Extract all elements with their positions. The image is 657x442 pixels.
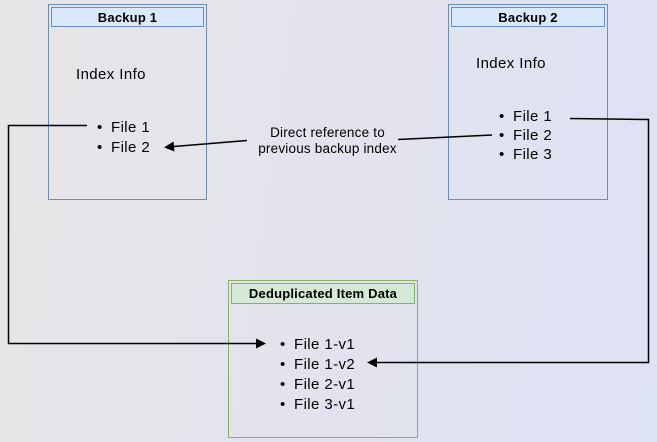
backup1-file-list: File 1 File 2 — [97, 117, 150, 157]
annotation-line1: Direct reference to — [270, 125, 385, 140]
list-item-label: File 3-v1 — [294, 395, 356, 413]
list-item-label: File 1 — [111, 118, 151, 136]
list-item: File 3-v1 — [280, 394, 355, 414]
list-item-label: File 1-v2 — [294, 355, 356, 373]
bullet-icon — [499, 127, 513, 144]
backup2-header: Backup 2 — [451, 7, 605, 27]
list-item-label: File 2 — [513, 127, 553, 144]
bullet-icon — [280, 396, 294, 413]
list-item-label: File 1-v1 — [294, 335, 356, 353]
bullet-icon — [280, 376, 294, 393]
backup1-index-info-label: Index Info — [76, 66, 146, 83]
bullet-icon — [280, 336, 294, 353]
list-item-label: File 3 — [513, 146, 553, 163]
direct-reference-annotation: Direct reference to previous backup inde… — [240, 125, 415, 157]
list-item-label: File 1 — [513, 108, 553, 125]
dedup-header: Deduplicated Item Data — [231, 283, 415, 304]
list-item: File 1 — [97, 117, 150, 137]
list-item: File 1-v2 — [280, 354, 355, 374]
backup2-file-list: File 1 File 2 File 3 — [499, 107, 552, 164]
list-item: File 1 — [499, 107, 552, 126]
backup1-title: Backup 1 — [97, 10, 158, 25]
list-item: File 2-v1 — [280, 374, 355, 394]
dedup-title: Deduplicated Item Data — [248, 286, 398, 301]
dedup-file-list: File 1-v1 File 1-v2 File 2-v1 File 3-v1 — [280, 334, 355, 414]
backup2-index-info-label: Index Info — [476, 55, 546, 72]
bullet-icon — [97, 139, 111, 156]
list-item-label: File 2-v1 — [294, 375, 356, 393]
bullet-icon — [280, 356, 294, 373]
backup2-title: Backup 2 — [498, 10, 558, 25]
backup1-node: Backup 1 Index Info File 1 File 2 — [48, 4, 207, 200]
list-item: File 3 — [499, 145, 552, 164]
list-item-label: File 2 — [111, 138, 151, 156]
list-item: File 2 — [499, 126, 552, 145]
list-item: File 1-v1 — [280, 334, 355, 354]
bullet-icon — [97, 119, 111, 136]
backup2-node: Backup 2 Index Info File 1 File 2 File 3 — [448, 4, 608, 200]
bullet-icon — [499, 146, 513, 163]
list-item: File 2 — [97, 137, 150, 157]
dedup-node: Deduplicated Item Data File 1-v1 File 1-… — [228, 280, 418, 438]
backup1-header: Backup 1 — [51, 7, 204, 27]
bullet-icon — [499, 108, 513, 125]
annotation-line2: previous backup index — [258, 141, 397, 156]
